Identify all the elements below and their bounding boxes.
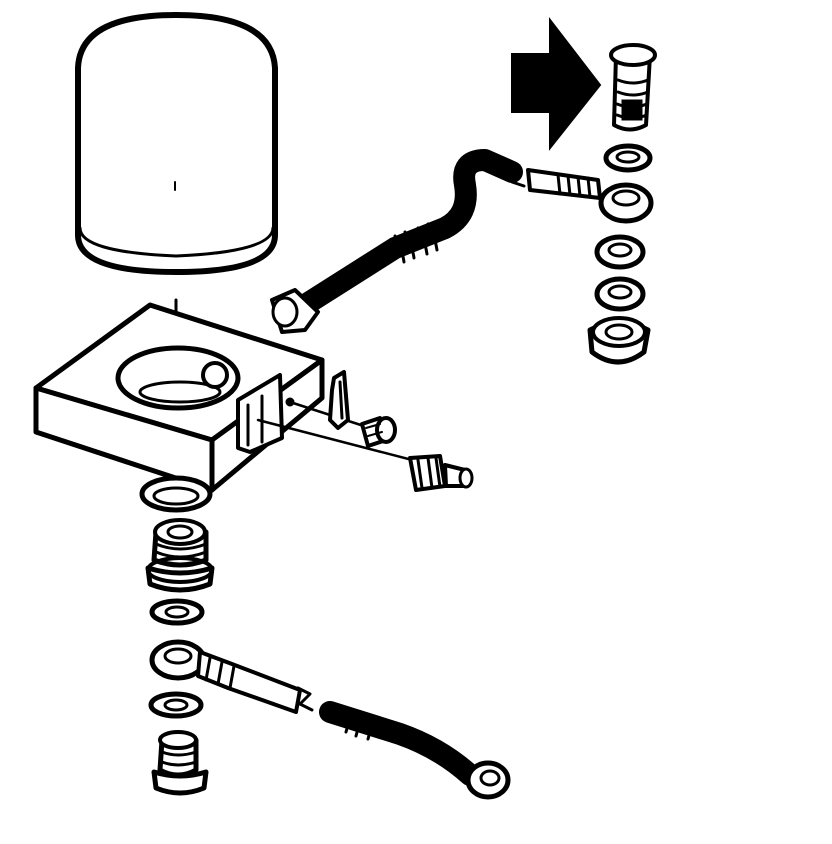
oil-filter [75, 12, 278, 275]
lower-sealing-washer [149, 598, 205, 626]
crimp-sleeve [393, 222, 439, 264]
oil-pressure-sensor [408, 454, 474, 492]
adapter-nut [587, 316, 651, 365]
filter-adapter-block [33, 302, 325, 493]
retaining-bracket [328, 370, 350, 430]
sensor-centerline [256, 418, 422, 464]
lower-oil-line [149, 639, 511, 800]
lower-sealing-washer [148, 691, 204, 719]
lower-line-end-fitting [465, 760, 511, 800]
upper-sealing-washer [603, 143, 653, 173]
mounting-screw [360, 416, 397, 448]
lower-block-washer [139, 475, 213, 513]
upper-line-fitting-nut [270, 288, 320, 334]
sealing-washer [594, 234, 646, 270]
sealing-washers [587, 234, 651, 365]
adapter-mounting-bolt [145, 518, 215, 593]
lower-banjo-bolt [151, 730, 209, 796]
upper-banjo-bolt [609, 43, 657, 132]
sealing-washer [594, 276, 646, 312]
direction-arrow-icon [511, 17, 602, 151]
upper-banjo-eye [598, 182, 654, 224]
upper-oil-line [270, 149, 654, 334]
lower-banjo-eye [149, 639, 207, 681]
